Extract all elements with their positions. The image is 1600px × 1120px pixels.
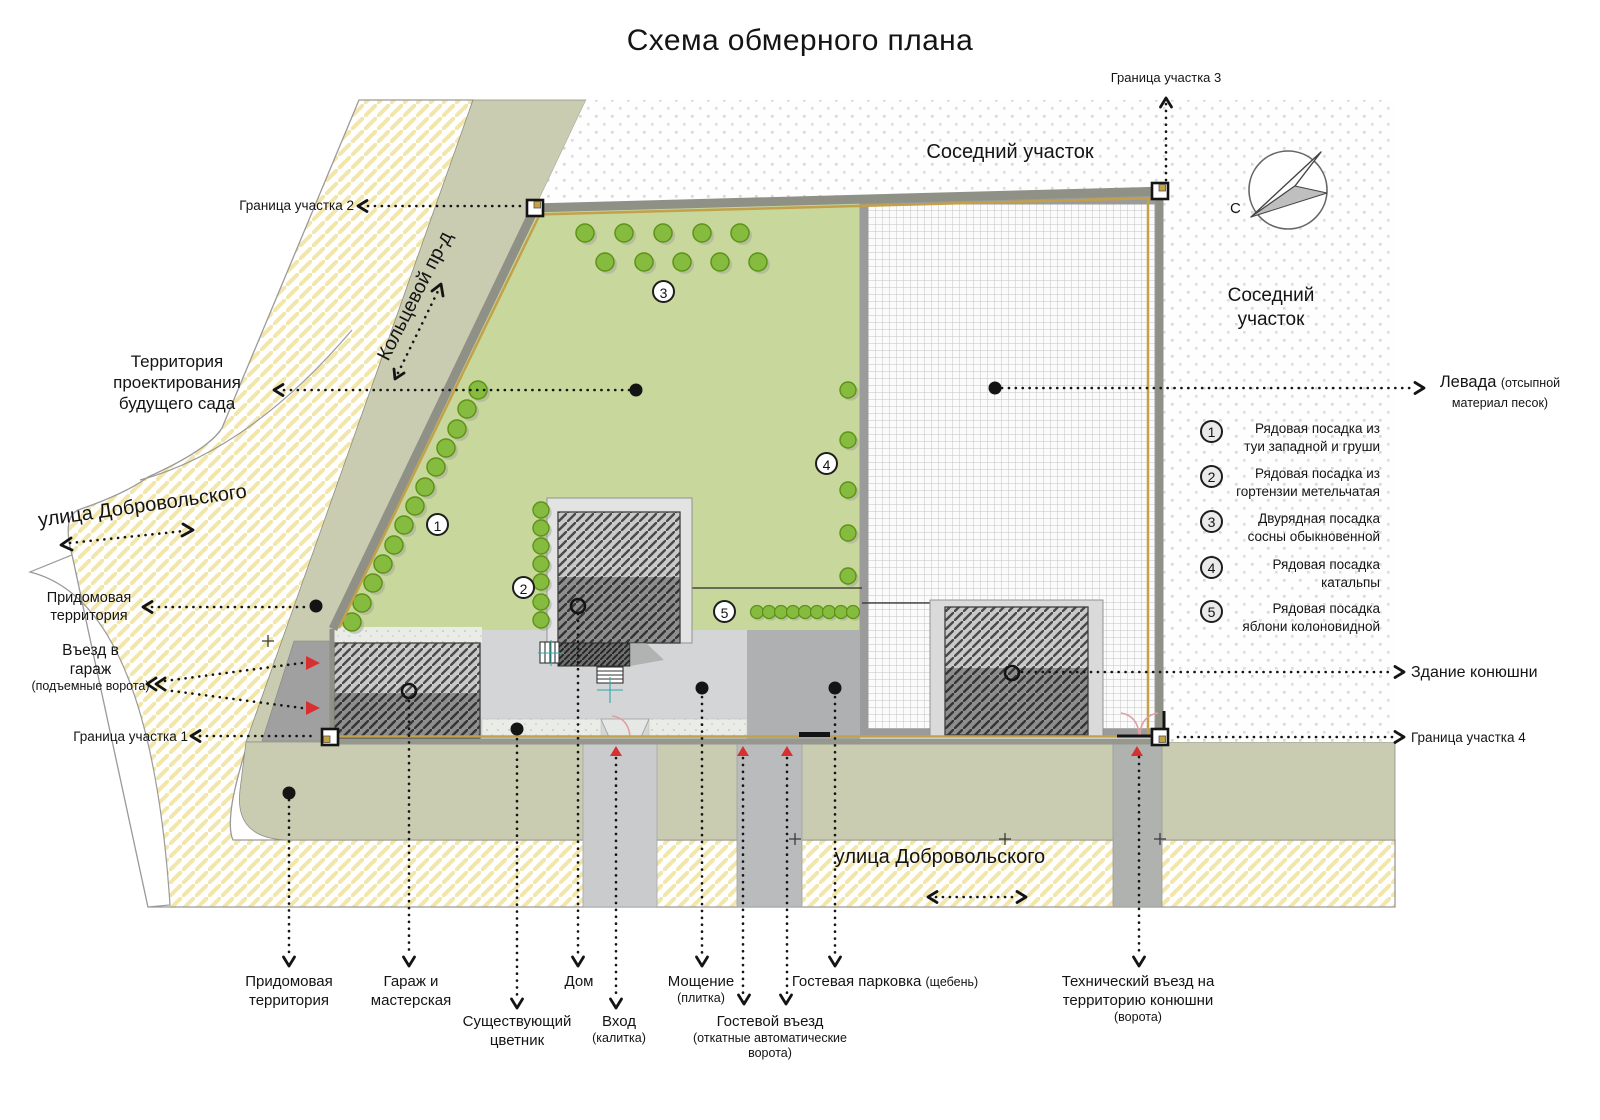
legend-item-1: 1 Рядовая посадка из туи западной и груш… xyxy=(1200,420,1380,457)
callout-house: Дом xyxy=(564,973,594,990)
plan-marker-3: 3 xyxy=(652,280,675,303)
street-bottom-label: улица Добровольского xyxy=(834,846,1046,868)
callout-technical-entrance: Технический въезд на территорию конюшни(… xyxy=(1061,973,1215,1025)
plan-marker-1: 1 xyxy=(426,513,449,536)
garage-entrance-label: Въезд в гараж (подъемные ворота) xyxy=(31,642,150,694)
garage-footprint xyxy=(332,627,482,739)
legend-item-2: 2 Рядовая посадка из гортензии метельчат… xyxy=(1200,465,1380,502)
callout-guest-parking: Гостевая парковка (щебень) xyxy=(791,973,979,990)
callout-pridomovaya: Придомовая территория xyxy=(245,973,333,1010)
plan-marker-5: 5 xyxy=(713,600,736,623)
legend-num-2: 2 xyxy=(1200,465,1223,488)
street-verge-bottom xyxy=(239,741,1396,841)
house-steps xyxy=(539,641,624,684)
stable-footprint xyxy=(929,599,1104,738)
neighbor-plot-top-label: Соседний участок xyxy=(926,141,1094,163)
callout-guest-entrance: Гостевой въезд(откатные автоматические в… xyxy=(693,1013,847,1061)
legend-item-3: 3 Двурядная посадка сосны обыкновенной xyxy=(1200,510,1380,547)
legend-num-3: 3 xyxy=(1200,510,1223,533)
stable-label: Здание конюшни xyxy=(1411,664,1538,681)
callout-garage: Гараж и мастерская xyxy=(370,973,452,1010)
callout-entrance: Вход(калитка) xyxy=(592,1013,646,1046)
compass-north-label: С xyxy=(1230,200,1241,217)
leader-arrowheads xyxy=(59,96,1426,1010)
plot-boundary xyxy=(328,186,1168,745)
pridomovaya-left-label: Придомовая территория xyxy=(46,590,132,624)
boundary-markers xyxy=(320,181,1170,747)
levada-label: Левада (отсыпной материал песок) xyxy=(1439,373,1561,410)
guest-parking xyxy=(747,630,860,742)
leader-dots xyxy=(282,381,1002,800)
plan-marker-2: 2 xyxy=(512,576,535,599)
callout-paving: Мощение(плитка) xyxy=(667,973,735,1006)
guest-driveway xyxy=(736,741,803,908)
plan-marker-4: 4 xyxy=(815,452,838,475)
neighbor-area xyxy=(535,100,1395,742)
legend-item-4: 4 Рядовая посадка катальпы xyxy=(1200,556,1380,593)
house-porch xyxy=(557,642,631,667)
boundary-3-label: Граница участка 3 xyxy=(1110,70,1222,85)
legend-num-5: 5 xyxy=(1200,600,1223,623)
entrance-arrows xyxy=(306,656,1143,756)
neighbor-plot-right-label: Соседний участок xyxy=(1227,285,1315,330)
legend-num-4: 4 xyxy=(1200,556,1223,579)
flower-bed xyxy=(648,718,748,738)
flower-bed xyxy=(481,718,602,738)
page-title: Схема обмерного плана xyxy=(626,24,974,57)
boundary-1-label: Граница участка 1 xyxy=(73,729,188,744)
boundary-4-label: Граница участка 4 xyxy=(1411,730,1526,745)
callout-flowerbed: Существующий цветник xyxy=(462,1013,572,1050)
house-driveway xyxy=(582,741,658,908)
boundary-2-label: Граница участка 2 xyxy=(239,198,354,213)
legend-num-1: 1 xyxy=(1200,420,1223,443)
shrub-row-5 xyxy=(749,604,863,622)
parking-gate-bar xyxy=(799,732,830,737)
territory-label: Территория проектирования будущего сада xyxy=(113,352,241,414)
house-footprint xyxy=(538,497,693,703)
legend-item-5: 5 Рядовая посадка яблони колоновидной xyxy=(1200,600,1380,637)
compass-icon xyxy=(1248,150,1328,230)
intersection-island xyxy=(28,554,171,908)
leader-lines xyxy=(68,102,1416,1000)
technical-driveway xyxy=(1112,741,1163,908)
